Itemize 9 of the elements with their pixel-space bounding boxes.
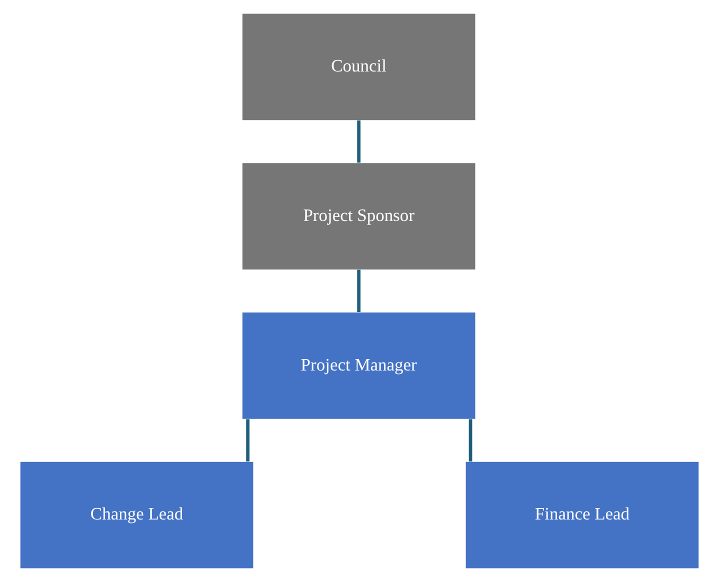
node-box: Council: [242, 14, 475, 120]
connector: [246, 419, 249, 462]
node-box: Project Manager: [242, 312, 475, 419]
node-box: Project Sponsor: [242, 163, 475, 270]
node-box: Finance Lead: [465, 462, 698, 568]
node-box: Change Lead: [20, 462, 253, 568]
connector: [356, 270, 360, 312]
connector: [468, 419, 472, 462]
connector: [356, 120, 360, 163]
